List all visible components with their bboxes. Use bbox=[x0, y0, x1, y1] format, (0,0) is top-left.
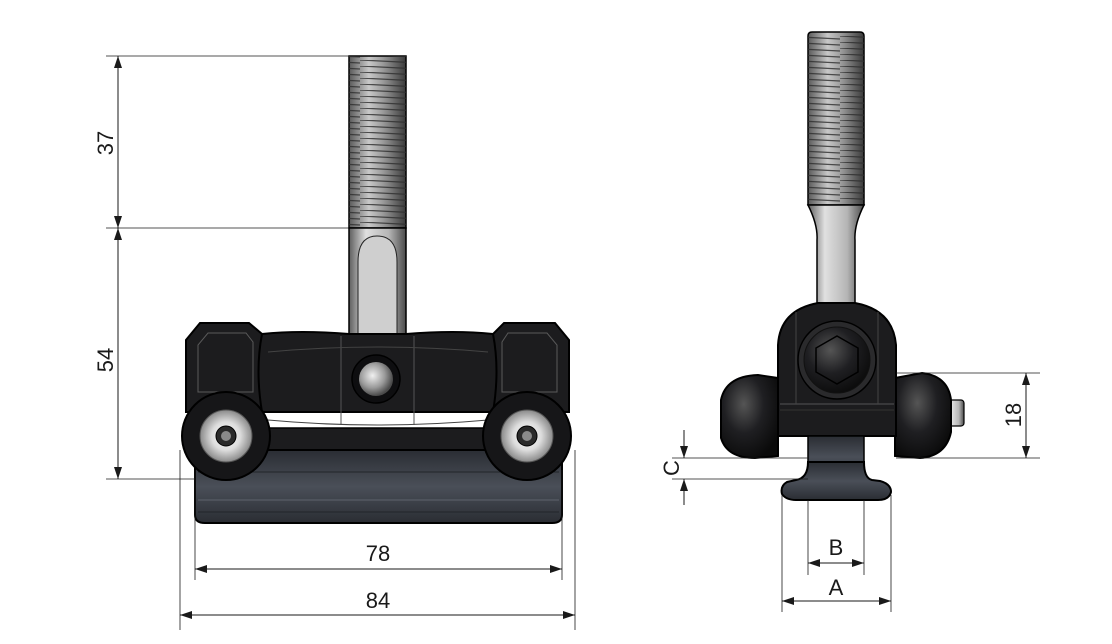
dim-label-54: 54 bbox=[93, 348, 118, 372]
right-knob bbox=[894, 371, 965, 460]
dim-label-84: 84 bbox=[366, 588, 390, 613]
dim-label-c: C bbox=[659, 460, 684, 476]
lower-cross-bar bbox=[239, 427, 517, 451]
center-ball bbox=[351, 354, 401, 404]
side-threaded-rod bbox=[807, 31, 865, 206]
rod-shank bbox=[348, 227, 407, 337]
front-view: 37 54 78 84 bbox=[93, 55, 576, 630]
dim-label-37: 37 bbox=[93, 131, 118, 155]
right-wheel bbox=[482, 391, 572, 481]
dim-label-a: A bbox=[829, 575, 844, 600]
dim-label-b: B bbox=[829, 535, 844, 560]
base-rail bbox=[194, 449, 563, 524]
left-knob bbox=[720, 373, 779, 460]
front-dimensions: 37 54 78 84 bbox=[93, 55, 576, 630]
side-t-foot bbox=[780, 461, 893, 501]
dim-label-18: 18 bbox=[1001, 403, 1026, 427]
hex-bolt bbox=[797, 320, 877, 400]
side-view: 18 C B A bbox=[659, 31, 1040, 612]
left-wheel bbox=[181, 391, 271, 481]
threaded-rod bbox=[348, 55, 407, 229]
side-rod-shank bbox=[806, 204, 866, 306]
side-dimensions: 18 C B A bbox=[659, 372, 1040, 612]
dim-label-78: 78 bbox=[366, 541, 390, 566]
